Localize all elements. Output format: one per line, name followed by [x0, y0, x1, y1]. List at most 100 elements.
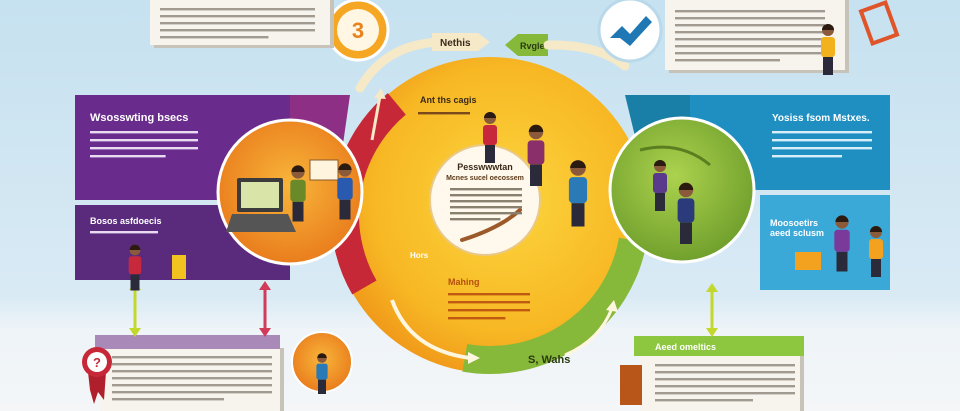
- top-curved-arrow: [355, 37, 443, 93]
- person-legs: [836, 251, 848, 272]
- bottom-right-arrow: [564, 307, 614, 357]
- text-line: [160, 22, 315, 25]
- decor-objects: [172, 0, 900, 405]
- text-line: [112, 384, 272, 387]
- text-line: [160, 36, 269, 39]
- person-legs: [571, 203, 585, 227]
- person-figure: [483, 112, 497, 163]
- text-line: [675, 31, 825, 34]
- person-figure: [128, 244, 142, 291]
- person-figure: [821, 24, 835, 75]
- step-badge: 3: [326, 0, 390, 62]
- whiteboard: [309, 159, 339, 181]
- check-icon: [610, 16, 652, 46]
- person-legs: [485, 145, 495, 163]
- text-line: [160, 15, 315, 18]
- person-body: [527, 140, 545, 165]
- text-line: [450, 218, 501, 221]
- bottom-right-note-heading: Aeed omeltics: [655, 342, 716, 352]
- text-line: [675, 17, 825, 20]
- green-arc-segment: [462, 237, 647, 374]
- question-badge: ?: [82, 347, 112, 404]
- person-body: [677, 198, 695, 223]
- person-figure: [337, 163, 353, 220]
- green-tip-arrow: [505, 34, 548, 56]
- right-circle-arc-decoration: [639, 145, 711, 167]
- right-panel-bottom-band: [760, 195, 890, 290]
- person-figure: [869, 226, 883, 277]
- text-line: [772, 155, 842, 158]
- text-line: [112, 377, 272, 380]
- person-body: [821, 37, 835, 57]
- bottom-arrowhead: [468, 352, 480, 364]
- person-body: [653, 173, 667, 193]
- text-line: [675, 52, 825, 55]
- person-hair: [317, 353, 327, 358]
- text-line: [90, 147, 198, 150]
- person-hair: [291, 165, 305, 172]
- text-line: [112, 363, 272, 366]
- person-legs: [339, 199, 351, 220]
- center-title: Pesswwwtan: [457, 162, 513, 172]
- text-line: [655, 378, 795, 381]
- person-hair: [570, 160, 586, 168]
- person-legs: [871, 259, 881, 277]
- person-figure: [290, 165, 306, 222]
- bottom-left-note-header: [95, 335, 280, 349]
- text-line: [675, 45, 825, 48]
- right-band-box: [795, 252, 821, 270]
- people-illustrations: [128, 24, 883, 394]
- text-line: [655, 371, 795, 374]
- text-line: [448, 309, 530, 312]
- text-line: [90, 131, 198, 134]
- right-panel-subheading-2: aeed sclusm: [770, 228, 824, 238]
- illegible-text-lines: [90, 8, 872, 402]
- person-legs: [655, 193, 665, 211]
- person-body: [128, 256, 142, 275]
- text-line: [772, 147, 872, 150]
- person-figure: [653, 160, 667, 211]
- text-line: [90, 231, 158, 234]
- text-line: [112, 391, 272, 394]
- left-panel-subheading: Bosos asfdoecis: [90, 216, 162, 226]
- right-panel-heading: Yosiss fsom Mstxes.: [772, 113, 870, 124]
- text-line: [448, 293, 530, 296]
- person-hair: [338, 163, 352, 170]
- text-line: [90, 155, 166, 158]
- person-legs: [292, 201, 304, 222]
- center-top-label: Ant ths cagis: [420, 95, 477, 105]
- top-right-frame: [858, 0, 900, 46]
- text-line: [448, 317, 506, 320]
- person-body: [568, 177, 588, 204]
- top-flow: Nethis Rvgle: [355, 33, 630, 141]
- top-label-ribbon: [432, 33, 490, 51]
- bottom-curved-arrow: [390, 299, 471, 360]
- red-drip: [88, 372, 106, 404]
- text-line: [675, 10, 825, 13]
- person-figure: [568, 160, 588, 227]
- person-legs: [530, 164, 542, 186]
- text-line: [90, 139, 198, 142]
- left-panel-heading: Wsosswting bsecs: [90, 112, 188, 124]
- person-body: [290, 179, 306, 202]
- text-line: [450, 212, 522, 215]
- top-tip-label: Rvgle: [520, 41, 545, 51]
- text-line: [450, 194, 522, 197]
- person-hair: [822, 24, 834, 30]
- person-body: [834, 229, 850, 252]
- person-hair: [129, 244, 141, 250]
- person-legs: [823, 57, 833, 75]
- left-scene-circle: [216, 118, 364, 266]
- top-right-curved-arrow: [543, 40, 630, 71]
- text-line: [675, 24, 825, 27]
- bottom-flow: S, Wahs: [390, 299, 618, 366]
- bottom-right-arrowhead: [606, 300, 618, 312]
- text-line: [675, 38, 825, 41]
- left-band-stand: [172, 255, 186, 279]
- person-figure: [527, 124, 545, 186]
- person-legs: [680, 222, 692, 244]
- text-line: [655, 385, 795, 388]
- bottom-arrow-label: S, Wahs: [528, 354, 570, 366]
- person-hair: [484, 112, 496, 118]
- step-number: 3: [352, 18, 364, 43]
